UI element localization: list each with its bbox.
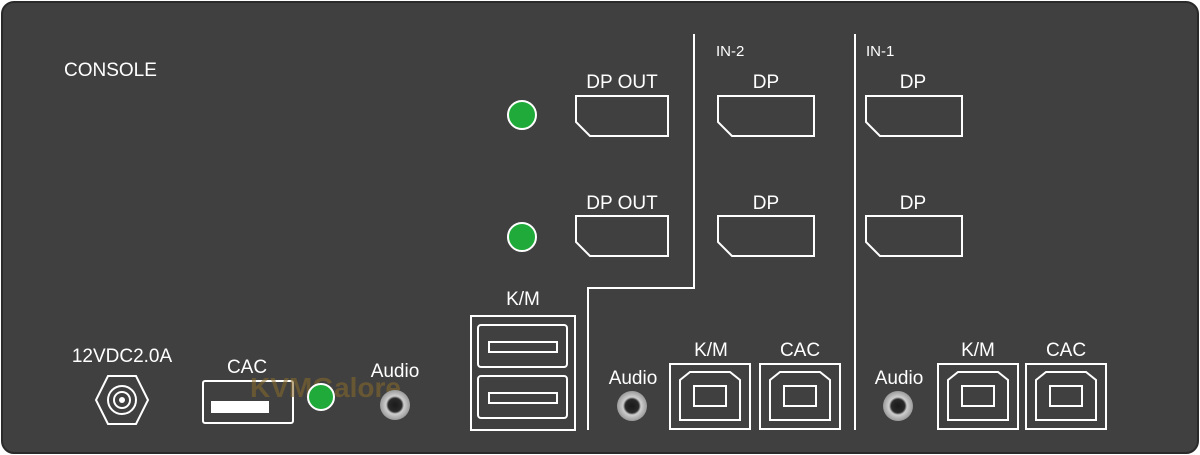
in1-cac-usb-b-port[interactable] [1025,363,1107,430]
power-jack[interactable] [94,375,150,425]
in1-dp-bottom-label: DP [900,193,926,214]
in2-audio-label: Audio [609,368,658,389]
console-km-usb-block [470,315,576,431]
in2-cac-label: CAC [780,340,820,361]
in2-km-label: K/M [694,340,728,361]
console-cac-usb-tongue [211,401,269,413]
in2-audio-jack[interactable] [617,391,647,421]
in1-km-label: K/M [961,340,995,361]
console-title: CONSOLE [64,60,157,81]
console-km-label: K/M [506,289,540,310]
in1-km-usb-b-port[interactable] [937,363,1019,430]
in2-dp-bottom-label: DP [753,193,779,214]
dp-out-bottom-label: DP OUT [586,193,658,214]
console-divider-line [587,34,695,430]
dp-out-top-label: DP OUT [586,72,658,93]
console-cac-label: CAC [227,357,267,378]
in1-audio-label: Audio [875,368,924,389]
console-cac-led [307,383,335,411]
console-cac-usb-port[interactable] [202,380,294,424]
in1-title: IN-1 [866,43,894,60]
in1-cac-label: CAC [1046,340,1086,361]
in2-km-usb-b-port[interactable] [669,363,751,430]
in2-dp-bottom-port[interactable] [717,215,815,257]
in2-dp-top-port[interactable] [717,95,815,137]
dp-out-top-led [507,100,537,130]
console-km-usb-port-top[interactable] [477,324,568,368]
in2-cac-usb-b-port[interactable] [759,363,841,430]
in1-dp-top-port[interactable] [865,95,963,137]
in1-audio-jack[interactable] [883,391,913,421]
in2-dp-top-label: DP [753,72,779,93]
console-audio-label: Audio [371,361,420,382]
in2-title: IN-2 [716,43,744,60]
dp-out-bottom-port[interactable] [575,215,669,257]
console-audio-jack[interactable] [380,390,410,420]
dp-out-bottom-led [507,222,537,252]
in1-dp-bottom-port[interactable] [865,215,963,257]
power-label: 12VDC2.0A [72,346,173,367]
console-km-usb-port-bottom[interactable] [477,375,568,419]
dp-out-top-port[interactable] [575,95,669,137]
in1-dp-top-label: DP [900,72,926,93]
